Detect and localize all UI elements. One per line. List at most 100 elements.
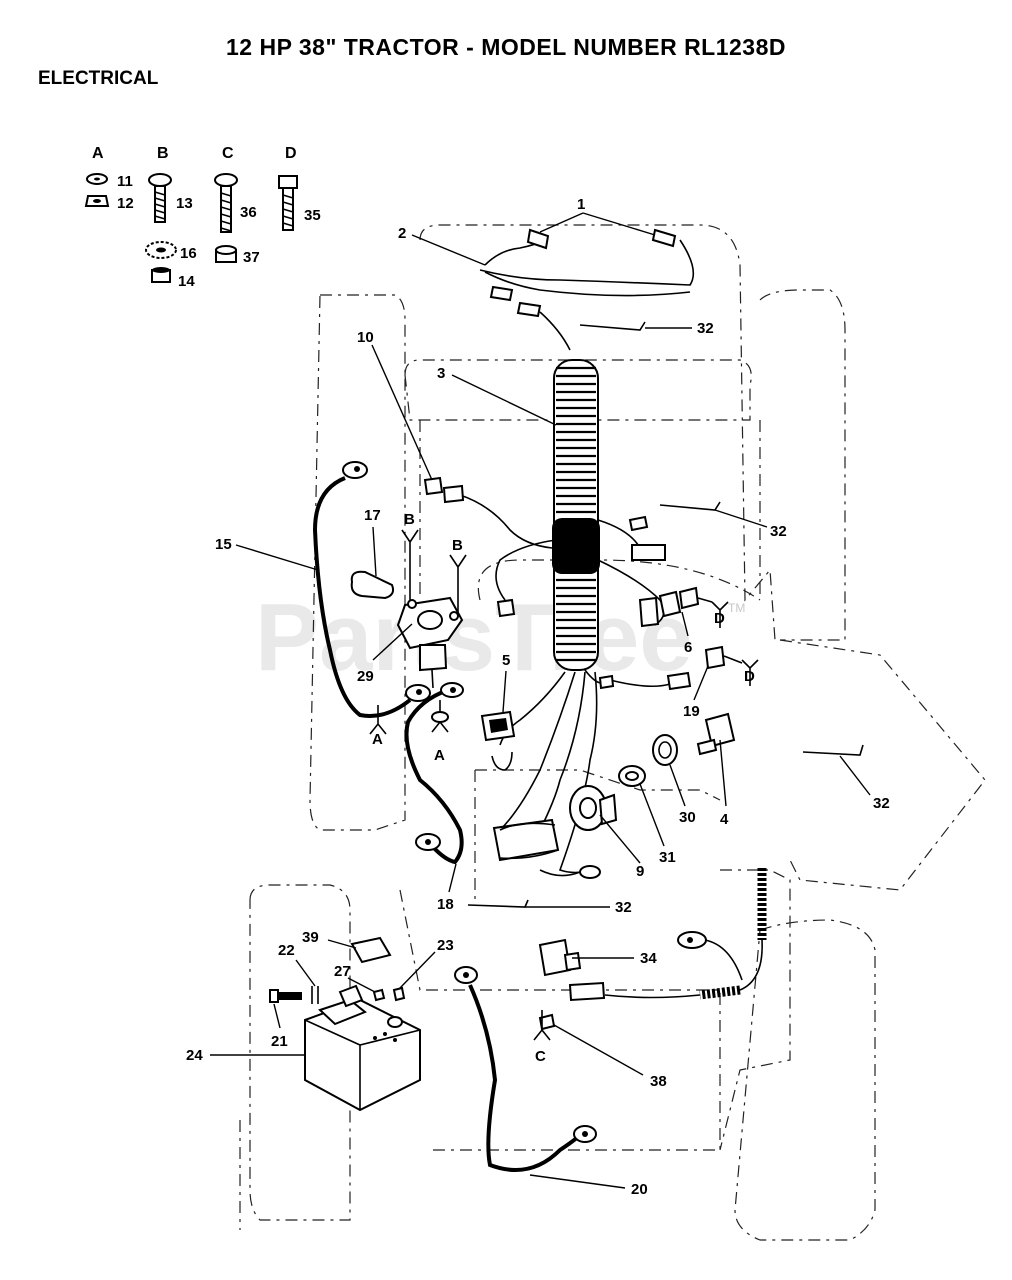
callout-31: 31 — [659, 849, 676, 866]
starter-solenoid — [396, 596, 464, 689]
switch-cap-30 — [652, 734, 678, 766]
callout-19: 19 — [683, 703, 700, 720]
callout-34: 34 — [640, 950, 657, 967]
callout-23: 23 — [437, 937, 454, 954]
leader-18 — [448, 863, 457, 893]
battery-nut-23 — [392, 986, 406, 1002]
ref-letter-b-right: B — [452, 537, 463, 554]
ref-symbol-d-lower — [741, 659, 759, 686]
cable-tie-bottom — [467, 899, 529, 908]
lock-washer-icon — [86, 173, 108, 185]
terminal-cover-39 — [350, 936, 392, 964]
section-heading: ELECTRICAL — [38, 68, 159, 89]
leader-1 — [539, 212, 656, 236]
cable-tie-top — [579, 321, 646, 331]
callout-11: 11 — [117, 173, 133, 190]
ignition-module — [492, 818, 560, 862]
hex-nut-icon — [84, 195, 110, 207]
fuse-holder-34 — [538, 938, 606, 1002]
hardware-letter-c: C — [222, 145, 234, 162]
leader-22 — [295, 959, 316, 987]
callout-4: 4 — [720, 811, 729, 828]
ignition-switch-9 — [539, 785, 618, 879]
callout-10: 10 — [357, 329, 374, 346]
leader-9 — [599, 814, 641, 864]
harness-branches — [459, 494, 671, 874]
machine-screw-icon — [214, 173, 238, 233]
callout-32-d: 32 — [615, 899, 632, 916]
leader-21 — [273, 1003, 281, 1029]
leader-2 — [411, 234, 486, 266]
ground-cable-15 — [312, 461, 431, 718]
coiled-lead — [604, 868, 767, 1000]
keps-nut-icon — [151, 267, 171, 283]
leader-17 — [372, 526, 377, 577]
leader-15 — [235, 544, 319, 571]
watermark-tm: TM — [728, 601, 745, 615]
ref-letter-a-right: A — [434, 747, 445, 764]
callout-32-a: 32 — [697, 320, 714, 337]
callout-15: 15 — [215, 536, 232, 553]
leader-4 — [719, 739, 727, 807]
battery-terminal-27 — [338, 984, 386, 1008]
interlock-switch-6 — [638, 586, 713, 628]
callout-32-b: 32 — [770, 523, 787, 540]
leader-5 — [502, 670, 507, 713]
callout-39: 39 — [302, 929, 319, 946]
callout-17: 17 — [364, 507, 381, 524]
callout-6: 6 — [684, 639, 692, 656]
callout-1: 1 — [577, 196, 585, 213]
switch-nut-31 — [618, 765, 646, 787]
leader-20 — [529, 1174, 626, 1189]
callout-16: 16 — [180, 245, 197, 262]
hex-bolt-icon — [278, 175, 298, 231]
callout-38: 38 — [650, 1073, 667, 1090]
callout-9: 9 — [636, 863, 644, 880]
battery-washer-22 — [311, 986, 319, 1004]
callout-14: 14 — [178, 273, 195, 290]
leader-32b — [714, 509, 768, 528]
callout-30: 30 — [679, 809, 696, 826]
ground-clip-38 — [533, 1010, 556, 1041]
leader-27 — [347, 977, 376, 993]
callout-37: 37 — [243, 249, 260, 266]
callout-18: 18 — [437, 896, 454, 913]
leader-38 — [553, 1024, 644, 1076]
battery-cable-20 — [454, 966, 597, 1172]
callout-32-c: 32 — [873, 795, 890, 812]
carriage-bolt-icon — [148, 173, 172, 223]
seat-switch-19 — [666, 645, 743, 691]
diagram-title: 12 HP 38" TRACTOR - MODEL NUMBER RL1238D — [225, 34, 787, 60]
battery-24 — [304, 998, 421, 1112]
callout-29: 29 — [357, 668, 374, 685]
connector-10 — [423, 476, 465, 504]
ref-letter-b-left: B — [404, 511, 415, 528]
battery-bolt-21 — [269, 989, 302, 1003]
callout-24: 24 — [186, 1047, 203, 1064]
wire-harness-loom — [552, 359, 600, 671]
callout-21: 21 — [271, 1033, 288, 1050]
leader-32c — [839, 755, 871, 796]
ref-letter-a-left: A — [372, 731, 383, 748]
pto-switch-5 — [480, 710, 516, 771]
tractor-ghost-outline — [239, 224, 986, 1241]
leader-30 — [669, 764, 686, 807]
leader-3 — [451, 374, 557, 426]
ref-symbol-a-right — [431, 700, 449, 733]
hardware-letter-b: B — [157, 145, 169, 162]
brake-switch-4 — [696, 712, 736, 756]
callout-20: 20 — [631, 1181, 648, 1198]
leader-31 — [639, 783, 665, 847]
star-washer-icon — [145, 241, 177, 259]
callout-13: 13 — [176, 195, 193, 212]
leader-23 — [399, 951, 436, 989]
headlight-harness — [479, 228, 695, 351]
starter-cable-18 — [404, 682, 464, 865]
callout-3: 3 — [437, 365, 445, 382]
leader-39 — [327, 939, 357, 949]
hardware-letter-d: D — [285, 145, 297, 162]
callout-2: 2 — [398, 225, 406, 242]
terminal-boot-17 — [350, 570, 395, 600]
ref-symbol-a-left — [369, 705, 387, 735]
